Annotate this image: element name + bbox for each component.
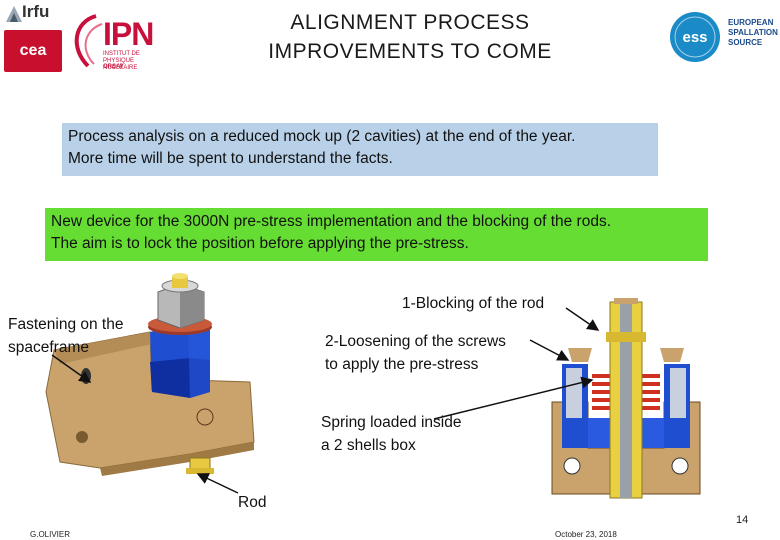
ess-badge-text: ess xyxy=(682,29,707,46)
blocking-label: 1-Blocking of the rod xyxy=(402,295,545,312)
title-line2: IMPROVEMENTS TO COME xyxy=(268,40,552,63)
loosening-label: 2-Loosening of the screws to apply the p… xyxy=(325,330,506,376)
ess-logo-text: EUROPEAN SPALLATION SOURCE xyxy=(728,18,780,48)
loosening-arrow xyxy=(529,339,570,361)
spring-line2: a 2 shells box xyxy=(321,437,416,454)
fastening-line1: Fastening on the xyxy=(8,316,124,333)
device-assembly-illustration xyxy=(45,273,255,476)
process-analysis-line2: More time will be spent to understand th… xyxy=(68,150,393,167)
cea-logo: cea xyxy=(4,30,62,72)
rod-label: Rod xyxy=(238,494,267,511)
title-line1: ALIGNMENT PROCESS xyxy=(290,11,530,34)
fastening-label: Fastening on the spaceframe xyxy=(8,313,123,359)
new-device-line1: New device for the 3000N pre-stress impl… xyxy=(51,213,612,230)
blocking-arrow xyxy=(565,307,600,331)
page-title: ALIGNMENT PROCESS IMPROVEMENTS TO COME xyxy=(200,8,620,66)
ess-line3: SOURCE xyxy=(728,38,763,47)
spring-arrow xyxy=(433,376,594,420)
process-analysis-box: Process analysis on a reduced mock up (2… xyxy=(62,123,658,176)
process-analysis-line1: Process analysis on a reduced mock up (2… xyxy=(68,128,576,145)
fastening-arrow xyxy=(51,354,92,383)
irfu-logo-text: Irfu xyxy=(22,2,50,21)
fastening-line2: spaceframe xyxy=(8,339,89,356)
rod-arrow xyxy=(196,473,239,494)
irfu-logo xyxy=(4,2,62,28)
loosening-line2: to apply the pre-stress xyxy=(325,356,479,373)
loosening-line1: 2-Loosening of the screws xyxy=(325,333,506,350)
new-device-box: New device for the 3000N pre-stress impl… xyxy=(45,208,708,261)
cea-logo-text: cea xyxy=(19,42,47,59)
footer-author: G.OLIVIER xyxy=(30,530,71,539)
ipn-emblem-icon xyxy=(74,14,103,68)
ess-emblem-icon: ess xyxy=(670,12,720,62)
ess-line2: SPALLATION xyxy=(728,28,778,37)
new-device-line2: The aim is to lock the position before a… xyxy=(51,235,469,252)
footer-date: October 23, 2018 xyxy=(555,530,617,539)
spring-label: Spring loaded inside a 2 shells box xyxy=(321,411,461,457)
ess-line1: EUROPEAN xyxy=(728,18,774,27)
ipn-logo-text: IPN xyxy=(103,16,154,52)
ipn-logo-orsay: ORSAY xyxy=(103,64,124,70)
spring-line1: Spring loaded inside xyxy=(321,414,462,431)
irfu-emblem-icon xyxy=(6,6,22,22)
cross-section-illustration xyxy=(548,298,704,500)
page-number: 14 xyxy=(736,514,749,526)
ipn-logo-subtitle: INSTITUT DE PHYSIQUE NUCLÉAIRE xyxy=(103,51,140,71)
